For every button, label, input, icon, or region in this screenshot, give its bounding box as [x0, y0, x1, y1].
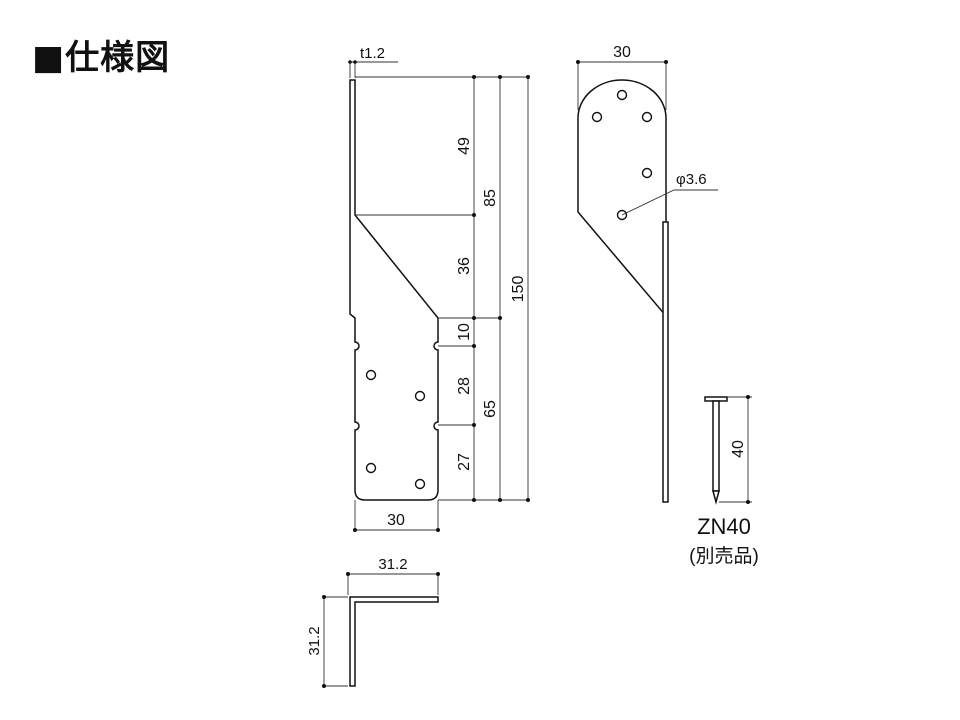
hole-diameter-label: φ3.6 — [676, 171, 707, 188]
section-width-label: 31.2 — [378, 556, 407, 573]
front-hole — [414, 390, 426, 402]
side-width-30: 30 — [613, 44, 631, 61]
dim-28: 28 — [456, 377, 473, 395]
side-hole — [641, 167, 653, 179]
nail-note: (別売品) — [689, 545, 759, 567]
front-view: t1.2 49 36 10 28 27 85 65 150 30 — [348, 45, 530, 532]
page-title: ■仕様図 — [32, 38, 171, 78]
nail-length-40: 40 — [730, 440, 747, 458]
nail-drawing: 40 ZN40 (別売品) — [689, 395, 759, 567]
section-view: 31.2 31.2 — [306, 556, 440, 688]
dim-width-30: 30 — [387, 512, 405, 529]
side-hole — [641, 111, 653, 123]
dim-65: 65 — [482, 400, 499, 418]
thickness-label: t1.2 — [360, 45, 385, 62]
side-hole — [591, 111, 603, 123]
side-hole — [616, 89, 628, 101]
dim-49: 49 — [456, 137, 473, 155]
front-plate-outline — [349, 79, 439, 501]
dim-27: 27 — [456, 453, 473, 471]
dim-85: 85 — [482, 189, 499, 207]
side-plate-outline — [577, 79, 667, 319]
side-view: 30 φ3.6 — [576, 44, 718, 503]
dim-10: 10 — [456, 323, 473, 341]
nail-model: ZN40 — [697, 514, 751, 539]
section-height-label: 31.2 — [306, 626, 323, 655]
front-hole — [365, 369, 377, 381]
side-plate-strip — [662, 221, 669, 503]
nail-tip — [712, 490, 720, 505]
dim-36: 36 — [456, 257, 473, 275]
nail-shank — [712, 400, 720, 492]
angle-section-outline — [349, 596, 439, 687]
dim-150: 150 — [510, 276, 527, 303]
hole-leader-line — [621, 189, 718, 216]
front-hole — [365, 462, 377, 474]
front-hole — [414, 478, 426, 490]
